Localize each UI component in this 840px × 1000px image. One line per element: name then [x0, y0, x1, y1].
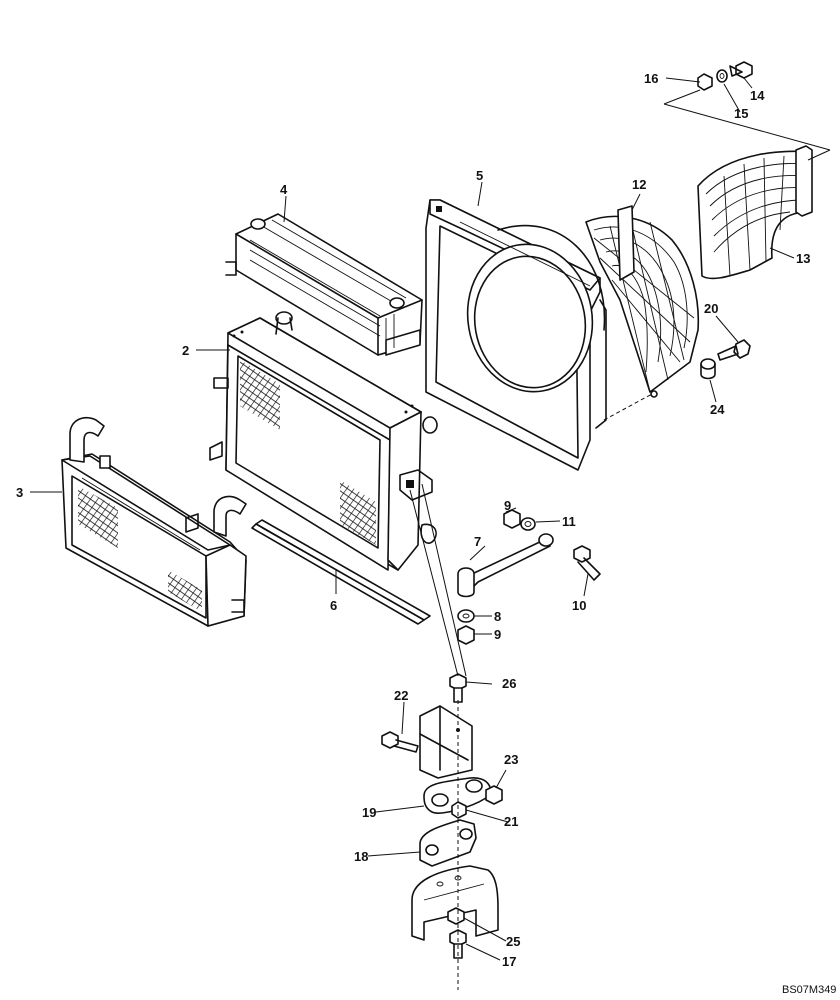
- intercooler: [61, 416, 247, 627]
- callout-18: 18: [354, 849, 368, 864]
- callout-17: 17: [502, 954, 516, 969]
- drawing-code: BS07M349: [782, 984, 836, 996]
- callout-9-upper: 9: [504, 498, 511, 513]
- nut-23: [485, 785, 503, 805]
- callout-25: 25: [506, 934, 520, 949]
- washer-15: [716, 69, 728, 83]
- callout-3: 3: [16, 485, 23, 500]
- callout-22: 22: [394, 688, 408, 703]
- callout-16: 16: [644, 71, 658, 86]
- callout-2: 2: [182, 343, 189, 358]
- stay-rod: [457, 533, 554, 598]
- callout-6: 6: [330, 598, 337, 613]
- callout-14: 14: [750, 88, 765, 103]
- callout-5: 5: [476, 168, 483, 183]
- callout-13: 13: [796, 251, 810, 266]
- washer-8: [457, 609, 475, 623]
- seal-strip: [251, 519, 431, 625]
- washer-11: [520, 517, 536, 531]
- callout-leaders: [30, 77, 795, 961]
- callout-7: 7: [474, 534, 481, 549]
- callout-23: 23: [504, 752, 518, 767]
- radiator: [209, 311, 438, 571]
- callout-15: 15: [734, 106, 748, 121]
- callout-24: 24: [710, 402, 725, 417]
- callout-10: 10: [572, 598, 586, 613]
- spacer-24: [700, 358, 716, 380]
- assembly-lines: [409, 89, 831, 990]
- fan-shroud: [425, 199, 607, 471]
- base-bracket: [411, 865, 499, 941]
- clamp-18: [419, 819, 477, 867]
- link-19: [423, 777, 492, 814]
- callout-4: 4: [280, 182, 288, 197]
- callout-19: 19: [362, 805, 376, 820]
- upper-guard: [697, 145, 813, 280]
- bolt-22: [381, 731, 419, 753]
- callout-21: 21: [504, 814, 518, 829]
- callout-26: 26: [502, 676, 516, 691]
- washer-25: [447, 907, 465, 925]
- callout-11: 11: [562, 514, 576, 529]
- callout-20: 20: [704, 301, 718, 316]
- callout-12: 12: [632, 177, 646, 192]
- oil-cooler: [225, 213, 423, 410]
- bolt-26: [449, 673, 467, 703]
- fan-guard: [585, 205, 700, 421]
- callout-8: 8: [494, 609, 501, 624]
- nut-9-lower: [457, 625, 475, 645]
- bolt-10: [573, 545, 601, 581]
- callout-labels: 4 2 3 5 6 7 8 9 9 10 11 12 13 14 15 16 1…: [16, 71, 810, 969]
- mount-bracket: [419, 705, 473, 779]
- nut-16: [697, 73, 713, 91]
- bolt-20: [717, 339, 751, 361]
- nut-21: [451, 801, 467, 819]
- bolt-14: [729, 61, 753, 79]
- callout-9-lower: 9: [494, 627, 501, 642]
